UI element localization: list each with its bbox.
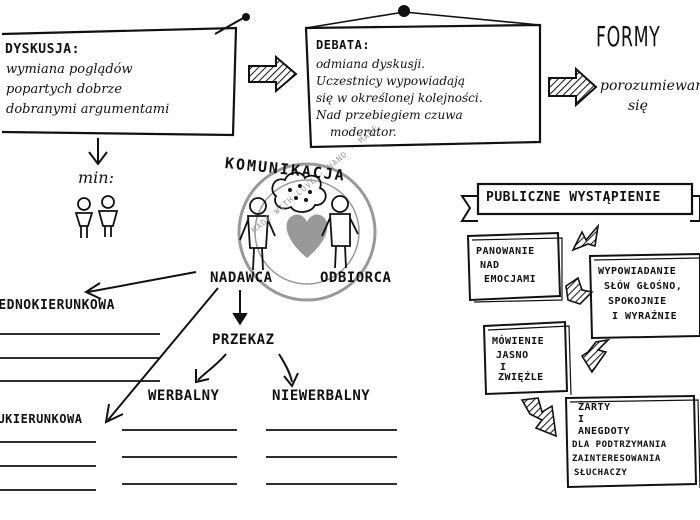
arrow-to-jednokierunkowa-head-icon (83, 282, 102, 300)
debata-box (304, 23, 542, 149)
dyskusja-title: DYSKUSJA: (5, 42, 80, 57)
arrow-to-dwukierunkowa (107, 287, 219, 421)
debata-pin-line-b (403, 11, 541, 26)
debata-line-5: moderator. (330, 125, 397, 139)
box-wypowiadanie-line-2: SŁÓW GŁOŚNO, (604, 281, 683, 292)
dwukierunkowa-label: DWUKIERUNKOWA (0, 412, 83, 426)
box-zarty-line-6: SŁUCHACZY (574, 468, 628, 478)
dyskusja-pin-line (214, 16, 246, 35)
werbalny-label: WERBALNY (148, 388, 220, 404)
box-zarty-line-5: ZAINTERESOWANIA (572, 454, 661, 464)
receiver-figure-icon (321, 195, 359, 269)
box-zarty-line-4: DLA PODTRZYMANIA (572, 440, 667, 450)
box-wypowiadanie-line-4: I WYRAŹNIE (612, 311, 678, 322)
debata-line-2: Uczestnicy wypowiadają (316, 74, 466, 88)
jednokierunkowa-lines (0, 333, 160, 382)
arrow-to-jednokierunkowa (87, 271, 197, 293)
niewerbalny-label: NIEWERBALNY (272, 388, 371, 404)
box-emocje-line-3: EMOCJAMI (484, 274, 537, 285)
debata-line-3: się w określonej kolejności. (316, 91, 483, 105)
arrow-to-niewerbalny (278, 353, 293, 383)
box-wypowiadanie-line-3: SPOKOJNIE (608, 296, 667, 307)
box-mowienie-line-2: JASNO (496, 350, 529, 361)
dwukierunkowa-lines (0, 441, 96, 491)
jednokierunkowa-label: JEDNOKIERUNKOWA (0, 298, 115, 313)
banner-left-tail (460, 195, 478, 222)
debata-line-1: odmiana dyskusji. (316, 57, 426, 71)
hatched-arrow-2-icon (548, 66, 598, 108)
arrow-to-niewerbalny-head-icon (283, 372, 299, 388)
box-zarty-line-3: ANEGDOTY (578, 426, 631, 437)
box-zarty-line-1: ŻARTY (578, 402, 611, 413)
box-mowienie-line-4: ZWIĘŹLE (498, 372, 544, 383)
love-stamp-icon (237, 162, 377, 302)
thought-cloud-icon (271, 171, 327, 213)
banner-body (476, 182, 694, 216)
min-arrow-head-icon (88, 151, 108, 166)
formy-line-2: się (628, 98, 648, 114)
publiczne-title: PUBLICZNE WYSTĄPIENIE (486, 190, 661, 205)
two-people-icon (74, 195, 119, 238)
arrow-to-werbalny (197, 353, 227, 381)
debata-pin-line-a (305, 11, 405, 29)
arrow-to-dwukierunkowa-head-icon (104, 403, 124, 424)
dyskusja-pin-icon (242, 13, 250, 21)
dyskusja-line-2: popartych dobrze (6, 82, 123, 97)
przekaz-label: PRZEKAZ (212, 332, 275, 348)
box-zarty (564, 394, 700, 489)
curved-arrow-3-icon (580, 338, 611, 374)
formy-title: FORMY (596, 20, 661, 53)
box-emocje-line-1: PANOWANIE (476, 246, 535, 257)
debata-title: DEBATA: (316, 38, 371, 52)
werbalny-lines (122, 429, 237, 485)
formy-line-1: porozumiewania (600, 78, 700, 94)
arrow-to-przekaz-head-icon (232, 312, 248, 326)
box-mowienie-line-1: MÓWIENIE (492, 336, 545, 347)
sender-figure-icon (239, 197, 276, 271)
debata-pin-icon (398, 5, 410, 17)
dyskusja-line-3: dobranymi argumentami (6, 102, 170, 117)
hatched-arrow-1-icon (248, 54, 298, 94)
box-wypowiadanie (588, 252, 700, 340)
debata-line-4: Nad przebiegiem czuwa (316, 108, 463, 122)
nadawca-label: NADAWCA (210, 270, 273, 286)
niewerbalny-lines (266, 429, 397, 485)
odbiorca-label: ODBIORCA (320, 270, 392, 286)
box-emocje (466, 231, 563, 303)
curved-arrow-1-icon (571, 223, 600, 252)
box-emocje-line-2: NAD (480, 260, 500, 271)
min-label: min: (78, 168, 114, 187)
dyskusja-box (1, 26, 238, 137)
cloud-doodle (288, 184, 312, 202)
arrow-to-werbalny-head-icon (195, 369, 210, 384)
dyskusja-line-1: wymiana poglądów (6, 62, 133, 77)
box-mowienie (482, 320, 572, 396)
box-mowienie-line-3: I (500, 362, 507, 373)
curved-arrow-4-icon (520, 397, 557, 438)
curved-arrow-2-icon (565, 276, 594, 305)
box-wypowiadanie-line-1: WYPOWIADANIE (598, 266, 677, 277)
box-zarty-line-2: I (578, 414, 585, 425)
